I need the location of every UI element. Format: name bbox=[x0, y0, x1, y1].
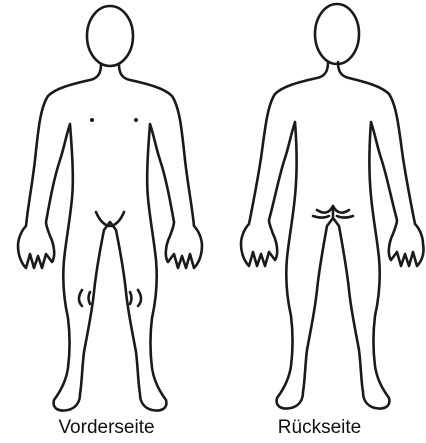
body-contour-back bbox=[241, 62, 424, 409]
knee-mark-inner-right bbox=[130, 292, 132, 304]
caption-back: Rückseite bbox=[213, 416, 426, 440]
knee-mark-right-of-viewer-left bbox=[79, 290, 82, 306]
body-contour-front bbox=[18, 64, 202, 411]
gluteal-fold-left bbox=[313, 216, 329, 218]
nipple-left bbox=[90, 118, 94, 122]
buttocks-line-right bbox=[333, 206, 349, 213]
knee-mark-right bbox=[138, 290, 141, 306]
body-outline-front bbox=[0, 0, 213, 412]
head bbox=[315, 4, 359, 64]
body-outline-back bbox=[213, 0, 426, 412]
body-figure-back: Rückseite bbox=[213, 0, 426, 443]
knee-mark-inner-left bbox=[89, 292, 91, 304]
head bbox=[87, 6, 133, 66]
gluteal-fold-right bbox=[337, 216, 353, 218]
body-figure-front: Vorderseite bbox=[0, 0, 213, 443]
caption-front: Vorderseite bbox=[0, 416, 213, 440]
nipple-right bbox=[134, 118, 138, 122]
